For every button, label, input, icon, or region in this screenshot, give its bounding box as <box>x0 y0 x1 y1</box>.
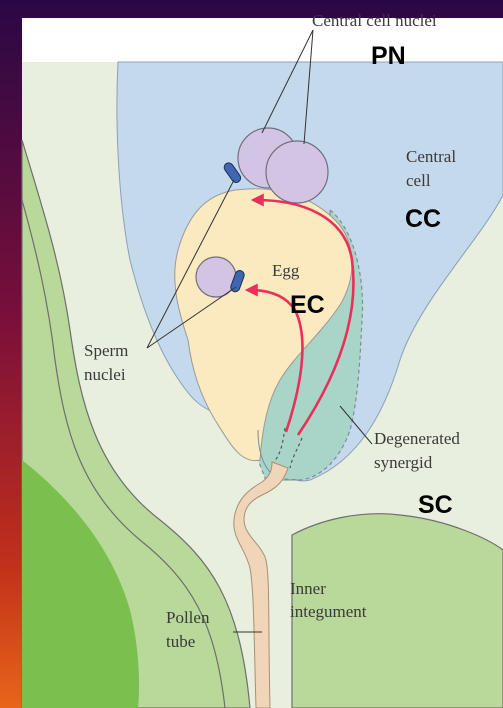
label-central-cell-nuclei: Central cell nuclei <box>312 11 437 30</box>
label-inner: Inner <box>290 579 326 598</box>
label-nuclei: nuclei <box>84 365 126 384</box>
label-ec: EC <box>290 291 325 319</box>
label-integument: integument <box>290 602 367 621</box>
label-pn: PN <box>371 42 406 70</box>
label-pollen: Pollen <box>166 608 210 627</box>
central-cell-nucleus-right <box>266 141 328 203</box>
label-tube: tube <box>166 632 195 651</box>
label-synergid: synergid <box>374 453 433 472</box>
label-central: Central <box>406 147 456 166</box>
label-degenerated: Degenerated <box>374 429 460 448</box>
label-sc: SC <box>418 491 453 519</box>
label-cc: CC <box>405 205 441 233</box>
label-cell: cell <box>406 171 431 190</box>
label-sperm: Sperm <box>84 341 128 360</box>
label-egg: Egg <box>272 261 300 280</box>
